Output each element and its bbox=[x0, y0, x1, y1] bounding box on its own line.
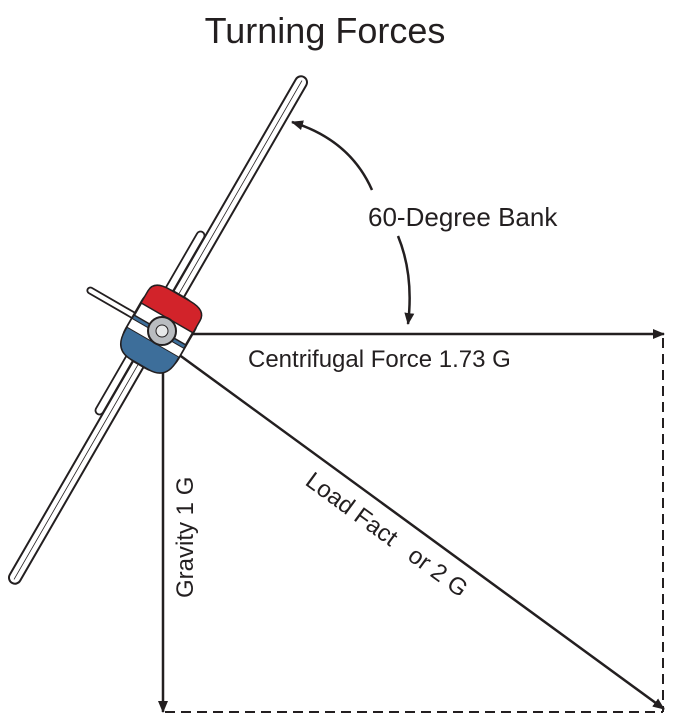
centrifugal-force-label: Centrifugal Force 1.73 G bbox=[248, 346, 511, 373]
load-factor-arrow bbox=[177, 352, 665, 711]
bank-angle-arc-lower bbox=[396, 235, 415, 325]
page-title: Turning Forces bbox=[204, 10, 446, 51]
load-factor-label: Load Fact or 2 G bbox=[300, 467, 472, 603]
bank-angle-label: 60-Degree Bank bbox=[368, 202, 558, 232]
gravity-label: Gravity 1 G bbox=[172, 477, 199, 598]
bank-angle-arc bbox=[291, 120, 374, 191]
airplane-icon bbox=[8, 75, 308, 585]
